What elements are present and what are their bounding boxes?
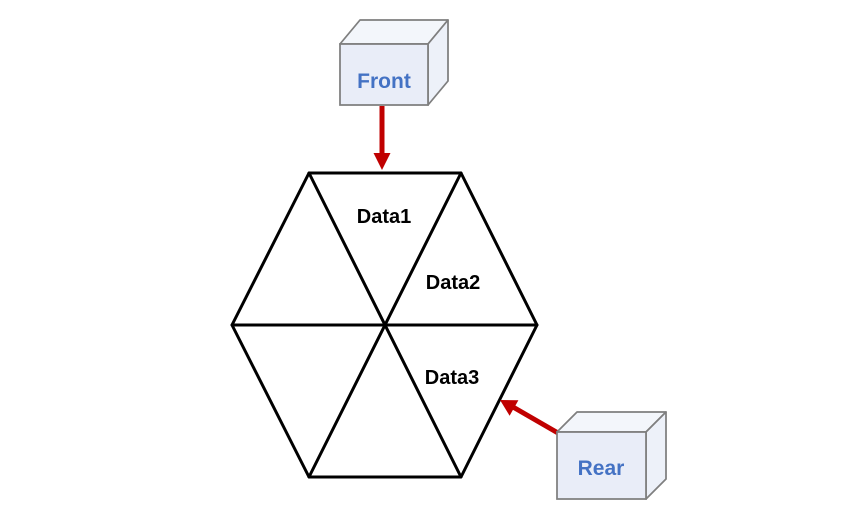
front-node: Front [339, 19, 449, 106]
section-label-data2: Data2 [426, 272, 480, 294]
rear-cube-front-face [556, 431, 647, 500]
hexagon: Data1 Data2 Data3 [230, 171, 539, 479]
front-node-label: Front [357, 70, 411, 93]
rear-arrow-shaft [511, 404, 560, 436]
front-cube-front-face [339, 43, 429, 106]
section-label-data1: Data1 [357, 206, 411, 228]
rear-node-label: Rear [578, 457, 625, 480]
rear-arrow [500, 400, 560, 436]
rear-node: Rear [556, 411, 667, 500]
front-arrow [373, 106, 391, 170]
rear-arrow-head-icon [500, 400, 519, 416]
hexagon-divider-diagonal-2 [307, 171, 463, 479]
front-arrow-head-icon [373, 153, 391, 170]
section-label-data3: Data3 [425, 367, 479, 389]
